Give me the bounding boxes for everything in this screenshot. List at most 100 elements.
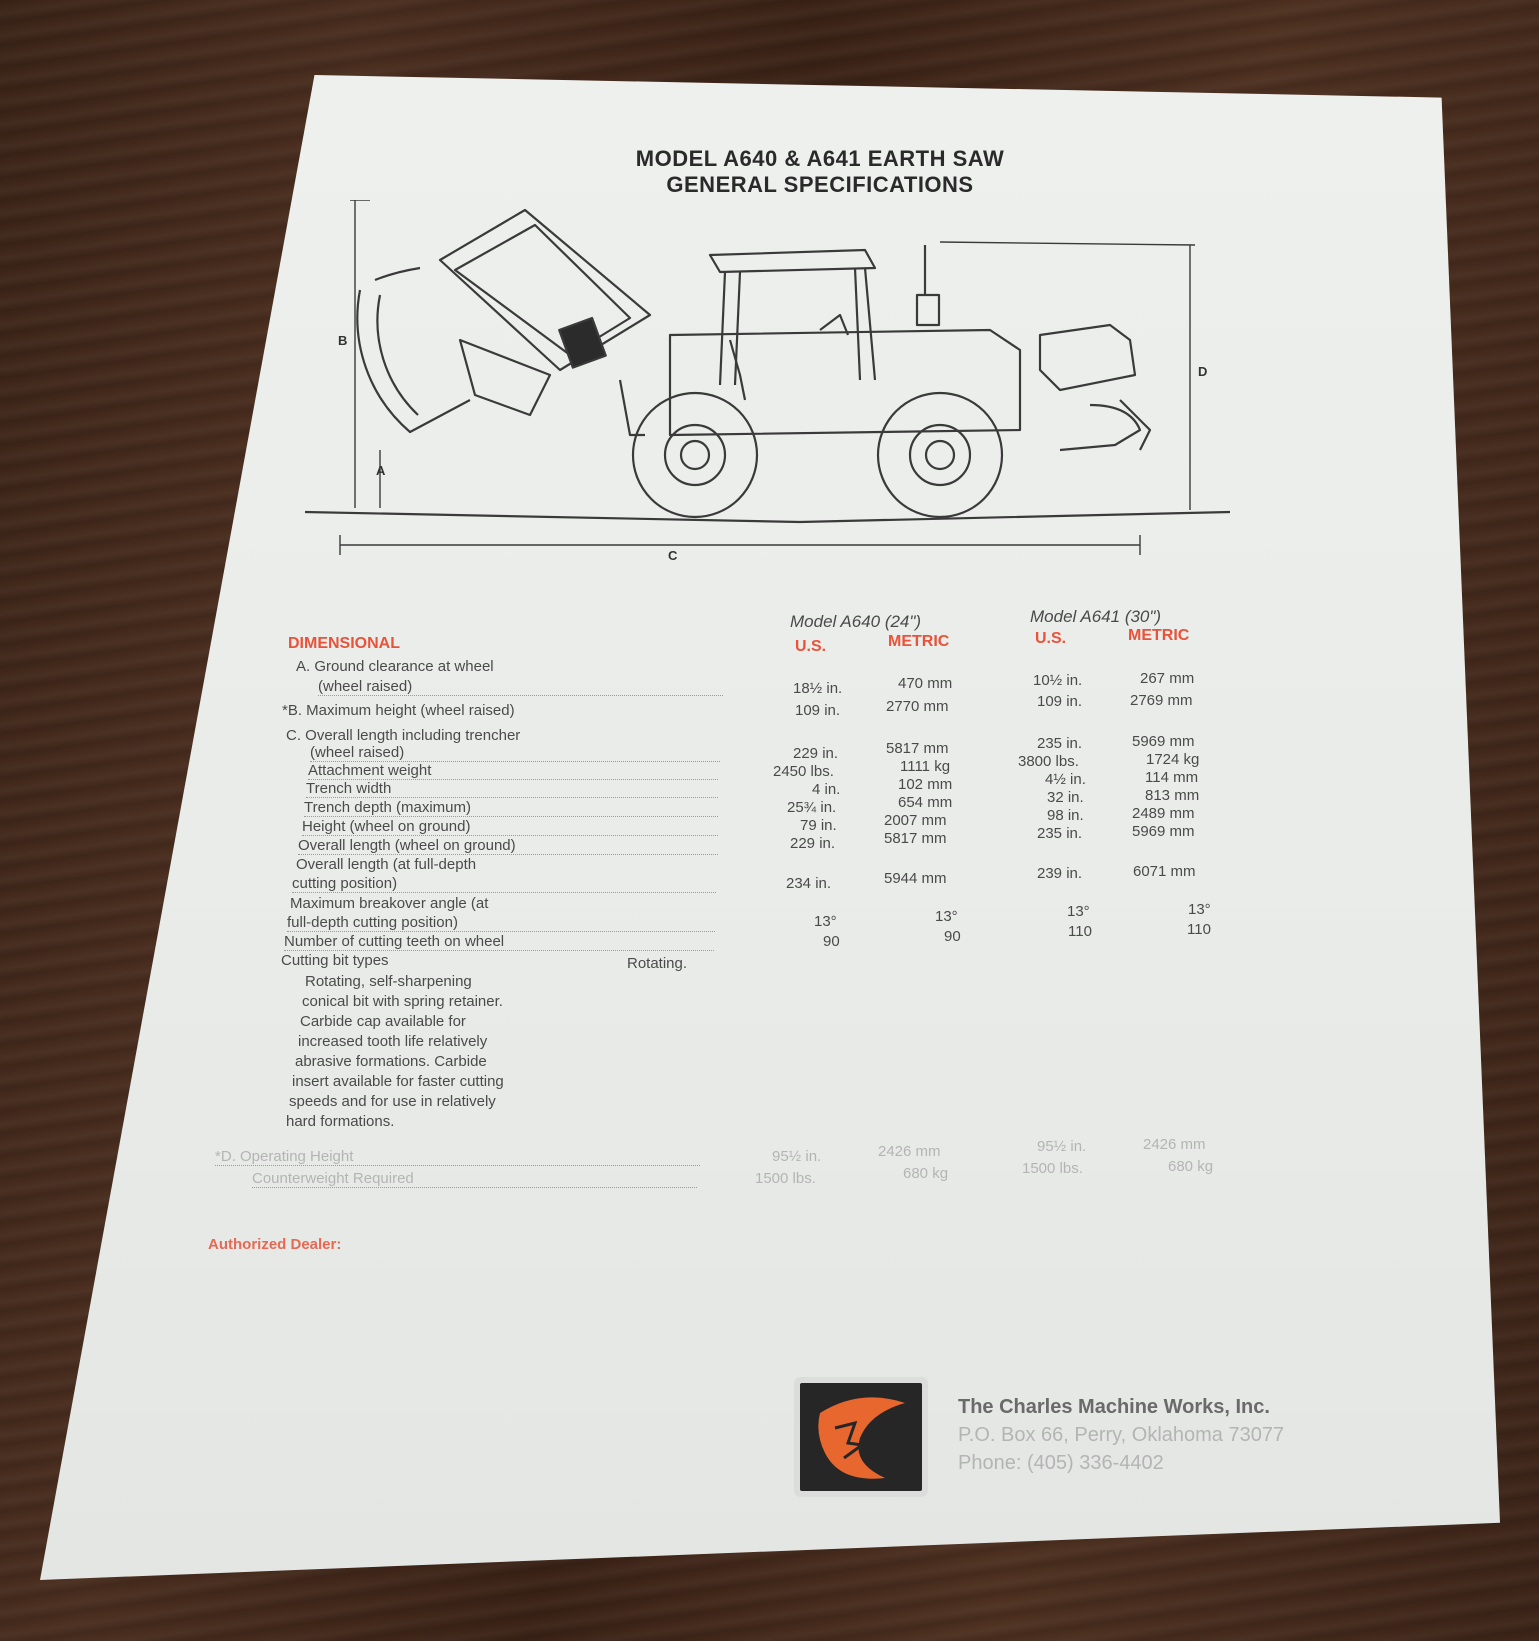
a641-overall-length-metric: 5969 mm	[1132, 823, 1195, 840]
model-a640-heading: Model A640 (24")	[790, 612, 922, 631]
spec-overall-full-label-2: cutting position)	[292, 875, 716, 893]
a641-height-us: 98 in.	[1047, 807, 1084, 824]
a641-weight-metric: 1724 kg	[1146, 751, 1200, 768]
ground-line	[304, 510, 1231, 524]
bit-description-line: conical bit with spring retainer.	[302, 993, 503, 1010]
spec-teeth-label: Number of cutting teeth on wheel	[284, 933, 714, 951]
spec-attachment-label: Attachment weight	[308, 762, 718, 780]
a641-trench-width-metric: 114 mm	[1145, 769, 1199, 786]
bit-description-line: abrasive formations. Carbide	[295, 1053, 487, 1070]
a641-overall-full-us: 239 in.	[1037, 865, 1083, 882]
label-a: A	[376, 463, 386, 478]
label-d: D	[1198, 364, 1207, 379]
a641-c-metric: 5969 mm	[1132, 733, 1195, 750]
a640-counterweight-metric: 680 kg	[903, 1165, 949, 1182]
a641-b-metric: 2769 mm	[1130, 692, 1193, 709]
a641-counterweight-metric: 680 kg	[1168, 1158, 1214, 1175]
a640-a-metric: 470 mm	[898, 675, 953, 692]
a641-c-us: 235 in.	[1037, 735, 1083, 752]
a641-height-metric: 2489 mm	[1132, 805, 1195, 822]
bit-description-line: increased tooth life relatively	[298, 1033, 488, 1050]
earth-saw-line-drawing: B A C D	[304, 200, 1231, 563]
a640-trench-depth-metric: 654 mm	[898, 794, 953, 811]
bit-description-line: insert available for faster cutting	[292, 1073, 504, 1090]
spec-height-label: Height (wheel on ground)	[302, 818, 718, 836]
a640-metric-header: METRIC	[888, 633, 950, 650]
saw-wheel-inner	[376, 294, 419, 416]
a641-breakover-us: 13°	[1067, 903, 1090, 920]
spec-overall-full-label: Overall length (at full-depth	[296, 856, 477, 873]
company-address: P.O. Box 66, Perry, Oklahoma 73077	[958, 1424, 1285, 1446]
a641-breakover-metric: 13°	[1188, 901, 1211, 918]
a641-b-us: 109 in.	[1037, 693, 1083, 710]
boom-window	[558, 316, 607, 369]
a640-trench-depth-us: 25¾ in.	[787, 799, 837, 816]
a640-counterweight-us: 1500 lbs.	[755, 1170, 816, 1187]
company-name: The Charles Machine Works, Inc.	[958, 1396, 1270, 1418]
a640-overall-full-metric: 5944 mm	[884, 870, 947, 887]
a640-trench-width-us: 4 in.	[812, 781, 841, 798]
a641-teeth-us: 110	[1068, 923, 1092, 940]
section-dimensional: DIMENSIONAL	[288, 635, 400, 652]
spec-sheet-page	[40, 75, 1500, 1580]
rear-tire	[876, 391, 1004, 519]
front-tire	[631, 391, 759, 519]
a641-a-us: 10½ in.	[1033, 672, 1083, 689]
spec-a-label: A. Ground clearance at wheel	[296, 658, 494, 675]
a640-c-us: 229 in.	[793, 745, 839, 762]
a640-overall-length-us: 229 in.	[790, 835, 836, 852]
a641-weight-us: 3800 lbs.	[1018, 753, 1079, 770]
page-title-line1: MODEL A640 & A641 EARTH SAW	[635, 146, 1005, 171]
label-b: B	[338, 333, 347, 348]
a641-a-metric: 267 mm	[1140, 670, 1195, 687]
ditch-witch-logo-icon	[818, 1397, 905, 1479]
a641-operating-height-us: 95½ in.	[1037, 1138, 1087, 1155]
saw-boom-housing	[438, 208, 652, 372]
spec-b-label: *B. Maximum height (wheel raised)	[282, 702, 515, 719]
a641-overall-length-us: 235 in.	[1037, 825, 1083, 842]
a641-counterweight-us: 1500 lbs.	[1022, 1160, 1083, 1177]
a641-teeth-metric: 110	[1187, 921, 1211, 938]
spec-overall-length-label: Overall length (wheel on ground)	[298, 837, 718, 855]
spec-bit-types-label: Cutting bit types	[281, 952, 389, 969]
model-a641-heading: Model A641 (30")	[1030, 607, 1162, 626]
spec-c-label: C. Overall length including trencher	[286, 727, 521, 744]
a640-overall-length-metric: 5817 mm	[884, 830, 947, 847]
a641-metric-header: METRIC	[1128, 627, 1190, 644]
a641-trench-depth-metric: 813 mm	[1145, 787, 1200, 804]
cab-roof	[708, 248, 877, 274]
page-title-line2: GENERAL SPECIFICATIONS	[666, 172, 974, 197]
a640-b-us: 109 in.	[795, 702, 841, 719]
a641-trench-depth-us: 32 in.	[1047, 789, 1084, 806]
a640-teeth-us: 90	[823, 933, 840, 950]
authorized-dealer-label: Authorized Dealer:	[208, 1236, 342, 1253]
a640-us-header: U.S.	[795, 638, 827, 655]
spec-breakover-label-2: full-depth cutting position)	[287, 914, 715, 932]
label-c: C	[668, 548, 678, 563]
a641-us-header: U.S.	[1035, 630, 1067, 647]
company-phone: Phone: (405) 336-4402	[958, 1452, 1164, 1474]
a640-b-metric: 2770 mm	[886, 698, 949, 715]
a641-overall-full-metric: 6071 mm	[1133, 863, 1196, 880]
a640-c-metric: 5817 mm	[886, 740, 949, 757]
a640-breakover-metric: 13°	[935, 908, 958, 925]
a640-weight-metric: 1111 kg	[900, 758, 951, 775]
spec-bit-types-value: Rotating.	[627, 955, 688, 972]
company-logo	[800, 1383, 922, 1491]
a640-operating-height-metric: 2426 mm	[878, 1143, 941, 1160]
bit-description-line: speeds and for use in relatively	[289, 1093, 496, 1110]
a640-height-us: 79 in.	[800, 817, 837, 834]
bit-description-line: Rotating, self-sharpening	[305, 973, 472, 990]
a640-trench-width-metric: 102 mm	[898, 776, 953, 793]
spec-counterweight-label: Counterweight Required	[252, 1170, 697, 1188]
bit-description-line: Carbide cap available for	[300, 1013, 466, 1030]
a640-height-metric: 2007 mm	[884, 812, 947, 829]
a640-breakover-us: 13°	[814, 913, 837, 930]
tractor-body	[668, 328, 1022, 437]
a640-teeth-metric: 90	[944, 928, 961, 945]
spec-trench-depth-label: Trench depth (maximum)	[304, 799, 718, 817]
saw-wheel-outer	[356, 289, 471, 434]
rear-counterweight	[1038, 323, 1137, 392]
spec-breakover-label: Maximum breakover angle (at	[290, 895, 489, 912]
spec-d-label: *D. Operating Height	[215, 1148, 700, 1166]
